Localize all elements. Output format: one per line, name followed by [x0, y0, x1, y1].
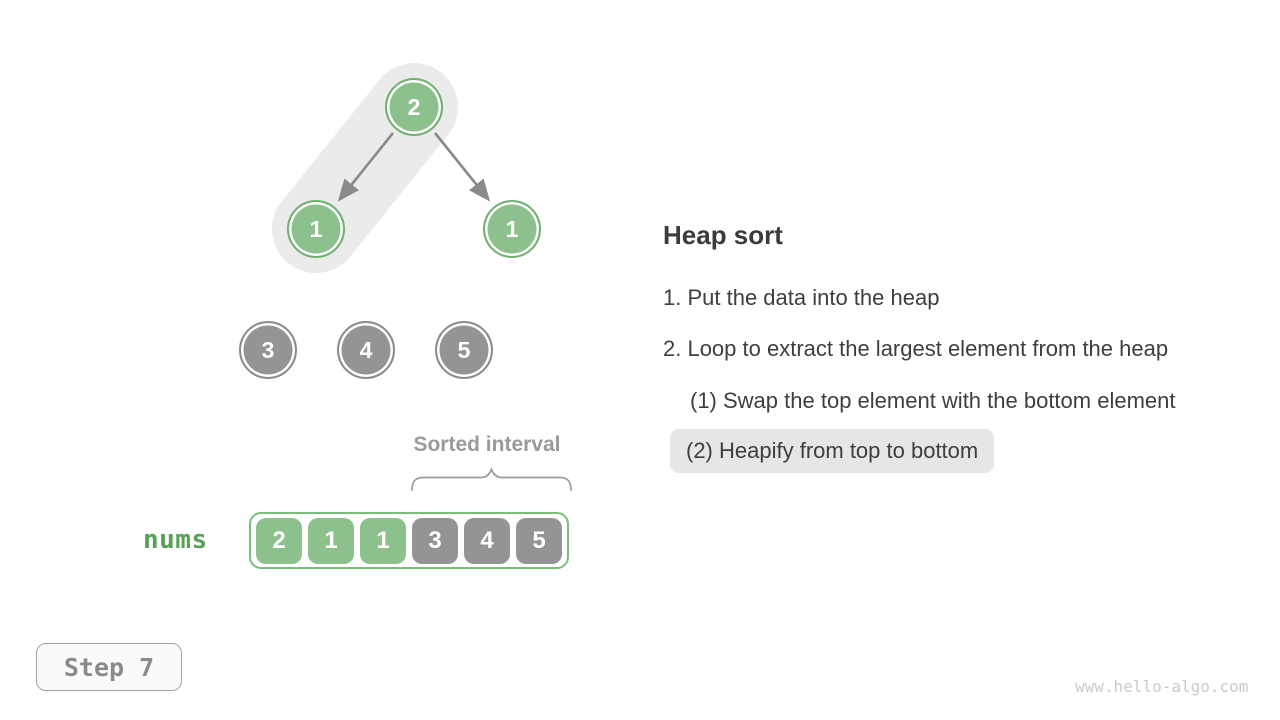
step-badge: Step 7: [36, 643, 182, 691]
array-cell: 3: [412, 517, 458, 564]
nums-array: 2 1 1 3 4 5: [249, 512, 569, 569]
sorted-interval-label: Sorted interval: [413, 433, 561, 456]
node-value: 5: [457, 336, 471, 363]
tree-node-root: 2: [385, 78, 443, 136]
node-value: 4: [359, 336, 373, 363]
edge-root-to-right-arrow: [433, 132, 491, 202]
node-value: 2: [407, 93, 421, 120]
panel-title: Heap sort: [663, 220, 783, 250]
extracted-node-4: 4: [337, 321, 395, 379]
tree-node-left: 1: [287, 200, 345, 258]
array-cell: 4: [464, 517, 510, 564]
array-cell: 5: [516, 517, 562, 564]
extracted-node-3: 3: [239, 321, 297, 379]
array-cell: 2: [256, 517, 302, 564]
tree-node-right: 1: [483, 200, 541, 258]
panel-substep-1: (1) Swap the top element with the bottom…: [690, 388, 1176, 413]
array-cell: 1: [360, 517, 406, 564]
extracted-node-5: 5: [435, 321, 493, 379]
panel-step-2: 2. Loop to extract the largest element f…: [663, 336, 1169, 361]
node-value: 1: [505, 215, 519, 242]
node-value: 1: [309, 215, 323, 242]
panel-step-1: 1. Put the data into the heap: [663, 285, 940, 310]
sorted-interval-brace: [411, 467, 572, 491]
edge-root-to-left-arrow: [337, 132, 395, 202]
watermark: www.hello-algo.com: [1075, 677, 1249, 696]
array-cell: 1: [308, 517, 354, 564]
panel-substep-2-highlighted: (2) Heapify from top to bottom: [670, 429, 995, 473]
nums-label: nums: [143, 525, 208, 555]
node-value: 3: [261, 336, 275, 363]
